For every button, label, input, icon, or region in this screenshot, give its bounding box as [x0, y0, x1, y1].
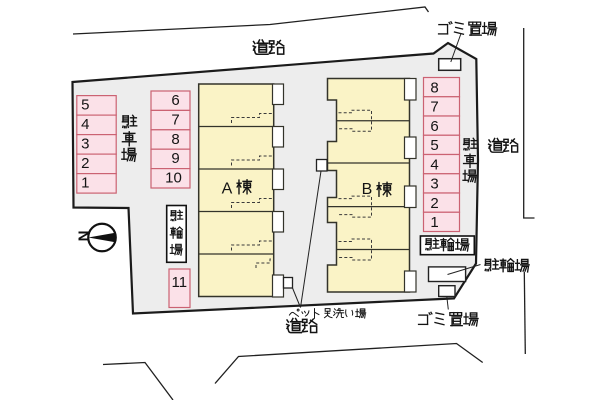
svg-text:3: 3 — [430, 176, 438, 193]
svg-text:10: 10 — [165, 170, 182, 187]
svg-text:11: 11 — [172, 274, 188, 291]
svg-text:8: 8 — [430, 79, 438, 96]
svg-text:7: 7 — [171, 111, 179, 128]
svg-text:1: 1 — [81, 175, 89, 192]
svg-text:7: 7 — [430, 99, 438, 116]
svg-text:2: 2 — [81, 155, 89, 172]
svg-text:9: 9 — [171, 150, 179, 167]
svg-text:4: 4 — [81, 116, 89, 133]
svg-text:B: B — [362, 181, 373, 198]
svg-text:5: 5 — [81, 97, 89, 114]
svg-text:3: 3 — [81, 136, 89, 153]
svg-text:8: 8 — [171, 131, 179, 148]
svg-text:6: 6 — [430, 118, 438, 135]
svg-text:2: 2 — [430, 195, 438, 212]
svg-text:5: 5 — [430, 137, 438, 154]
svg-text:N: N — [76, 231, 93, 242]
svg-text:1: 1 — [430, 214, 438, 231]
svg-text:A: A — [222, 181, 233, 198]
svg-text:4: 4 — [430, 156, 438, 173]
svg-text:6: 6 — [171, 92, 179, 109]
